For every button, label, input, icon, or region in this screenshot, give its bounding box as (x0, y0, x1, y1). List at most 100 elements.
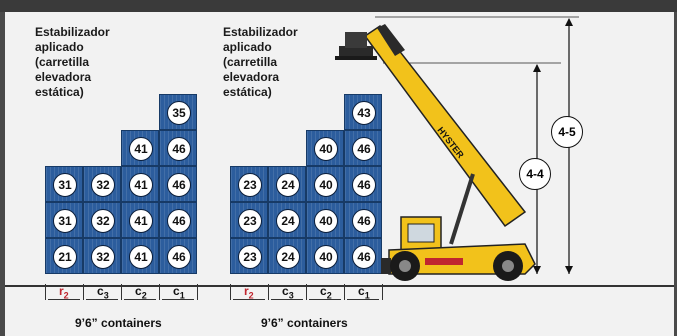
cab-window (407, 223, 435, 243)
container-weight-label: 35 (167, 101, 191, 125)
boom (363, 24, 527, 228)
container-box: 21 (45, 238, 83, 274)
container-box: 41 (121, 130, 159, 166)
container-weight-label: 41 (129, 137, 153, 161)
container-weight-label: 23 (238, 173, 262, 197)
container-box: 23 (230, 202, 268, 238)
arrowhead-4-4-bottom (533, 266, 541, 274)
dimension-tick-end (197, 284, 198, 300)
dimension-label: r2 (244, 284, 254, 301)
container-box: 32 (83, 166, 121, 202)
dimension-label: c1 (358, 284, 370, 301)
container-weight-label: 46 (352, 209, 376, 233)
container-weight-label: 46 (167, 173, 191, 197)
container-box: 46 (159, 130, 197, 166)
container-weight-label: 46 (167, 209, 191, 233)
container-box: 46 (159, 202, 197, 238)
container-weight-label: 46 (352, 173, 376, 197)
container-box: 35 (159, 94, 197, 130)
dimension-tick (344, 284, 345, 300)
container-box: 24 (268, 202, 306, 238)
dimension-tick (83, 284, 84, 300)
container-box: 23 (230, 166, 268, 202)
height-label-4-4: 4-4 (519, 158, 551, 190)
container-weight-label: 21 (53, 245, 77, 269)
container-box: 46 (159, 166, 197, 202)
container-weight-label: 24 (276, 173, 300, 197)
spreader-bar (339, 46, 373, 56)
container-weight-label: 31 (53, 173, 77, 197)
container-box: 46 (344, 202, 382, 238)
container-box: 32 (83, 238, 121, 274)
chassis-decal (425, 258, 463, 265)
dimension-tick (230, 284, 231, 300)
dimension-arrow (233, 299, 265, 300)
dimension-tick (121, 284, 122, 300)
dimension-label: r2 (59, 284, 69, 301)
container-weight-label: 41 (129, 173, 153, 197)
container-weight-label: 40 (314, 137, 338, 161)
dimension-tick-end (382, 284, 383, 300)
container-box: 41 (121, 166, 159, 202)
stabilizer-label-right: Estabilizador aplicado (carretilla eleva… (223, 25, 298, 99)
container-weight-label: 24 (276, 245, 300, 269)
containers-caption-right: 9’6” containers (261, 316, 348, 330)
container-weight-label: 23 (238, 209, 262, 233)
container-box: 40 (306, 202, 344, 238)
container-box: 46 (159, 238, 197, 274)
lift-cylinder (449, 173, 475, 245)
ground-line (5, 285, 674, 287)
container-weight-label: 41 (129, 245, 153, 269)
container-box: 23 (230, 238, 268, 274)
boom-tip (377, 24, 405, 56)
front-hub (399, 260, 411, 272)
dimension-arrow (124, 299, 156, 300)
arrowhead-4-5-bottom (565, 266, 573, 274)
containers-caption-left: 9’6” containers (75, 316, 162, 330)
dimension-label: c2 (320, 284, 332, 301)
container-weight-label: 43 (352, 101, 376, 125)
arrowhead-4-4-top (533, 64, 541, 72)
container-box: 24 (268, 238, 306, 274)
reach-stacker-illustration: HYSTER (335, 16, 579, 281)
dimension-arrow (86, 299, 118, 300)
dimension-arrow (48, 299, 80, 300)
container-weight-label: 23 (238, 245, 262, 269)
container-box: 46 (344, 238, 382, 274)
container-box: 31 (45, 166, 83, 202)
container-weight-label: 40 (314, 209, 338, 233)
dimension-label: c3 (282, 284, 294, 301)
container-box: 40 (306, 130, 344, 166)
container-weight-label: 31 (53, 209, 77, 233)
container-weight-label: 46 (352, 245, 376, 269)
container-weight-label: 46 (352, 137, 376, 161)
stabilizer-label-left: Estabilizador aplicado (carretilla eleva… (35, 25, 110, 99)
container-box: 41 (121, 202, 159, 238)
dimension-arrow (347, 299, 379, 300)
rear-hub (502, 260, 514, 272)
height-label-4-5: 4-5 (551, 116, 583, 148)
dimension-tick (268, 284, 269, 300)
container-weight-label: 41 (129, 209, 153, 233)
dimension-arrow (309, 299, 341, 300)
front-stabilizer (381, 258, 391, 274)
dimension-arrow (162, 299, 194, 300)
container-weight-label: 32 (91, 209, 115, 233)
container-box: 31 (45, 202, 83, 238)
container-box: 43 (344, 94, 382, 130)
dimension-tick (45, 284, 46, 300)
container-box: 24 (268, 166, 306, 202)
container-box: 40 (306, 166, 344, 202)
spreader-head (345, 32, 367, 48)
dimension-label: c1 (173, 284, 185, 301)
container-box: 41 (121, 238, 159, 274)
top-band (0, 0, 677, 12)
dimension-label: c2 (135, 284, 147, 301)
container-weight-label: 40 (314, 245, 338, 269)
container-weight-label: 46 (167, 245, 191, 269)
container-weight-label: 46 (167, 137, 191, 161)
diagram-panel: Estabilizador aplicado (carretilla eleva… (5, 12, 674, 336)
arrowhead-4-5-top (565, 18, 573, 26)
container-weight-label: 32 (91, 245, 115, 269)
